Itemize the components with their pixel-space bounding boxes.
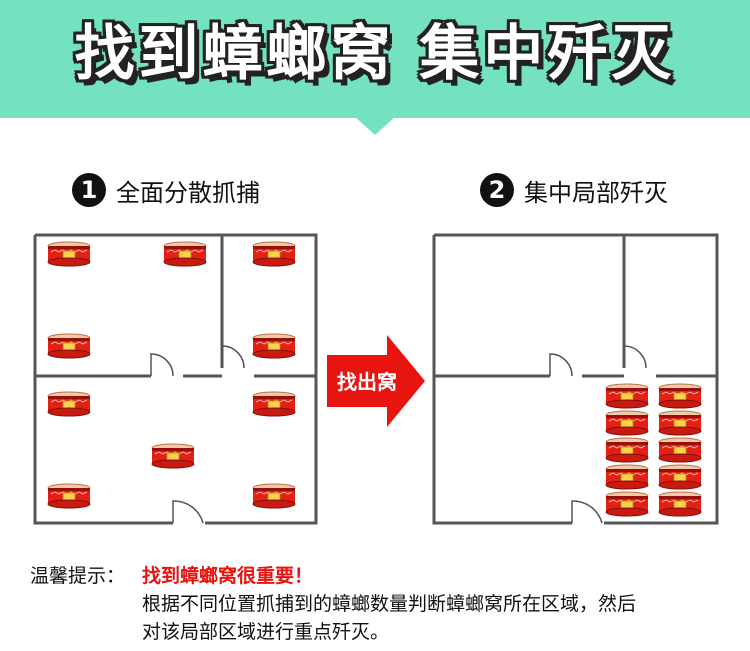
floorplan-scattered bbox=[33, 233, 318, 525]
trap-icon bbox=[252, 333, 296, 359]
trap-icon bbox=[605, 437, 649, 463]
arrow-icon bbox=[327, 335, 425, 427]
trap-icon bbox=[252, 483, 296, 509]
trap-icon bbox=[605, 383, 649, 409]
trap-icon bbox=[151, 443, 195, 469]
step-2-label: 集中局部歼灭 bbox=[524, 178, 668, 207]
trap-icon bbox=[658, 437, 702, 463]
trap-icon bbox=[47, 391, 91, 417]
tip-body: 根据不同位置抓捕到的蟑螂数量判断蟑螂窝所在区域，然后 对该局部区域进行重点歼灭。 bbox=[142, 590, 636, 646]
step-1-number-badge: 1 bbox=[72, 173, 106, 207]
page-title: 找到蟑螂窝 集中歼灭 bbox=[74, 19, 676, 89]
tip-line: 对该局部区域进行重点歼灭。 bbox=[142, 621, 390, 643]
tip-line: 根据不同位置抓捕到的蟑螂数量判断蟑螂窝所在区域，然后 bbox=[142, 593, 637, 615]
arrow-label: 找出窝 bbox=[337, 370, 397, 394]
trap-icon bbox=[163, 241, 207, 267]
step-2: 2 集中局部歼灭 bbox=[480, 172, 668, 208]
trap-icon bbox=[658, 410, 702, 436]
step-1: 1 全面分散抓捕 bbox=[72, 172, 260, 208]
trap-icon bbox=[47, 333, 91, 359]
trap-icon bbox=[605, 464, 649, 490]
trap-icon bbox=[658, 464, 702, 490]
step-1-label: 全面分散抓捕 bbox=[116, 178, 260, 207]
trap-icon bbox=[47, 483, 91, 509]
trap-icon bbox=[252, 241, 296, 267]
tip-label: 温馨提示： bbox=[30, 565, 126, 587]
trap-icon bbox=[605, 410, 649, 436]
floorplan-concentrated bbox=[432, 233, 719, 525]
trap-icon bbox=[658, 383, 702, 409]
banner-notch bbox=[355, 117, 395, 135]
trap-icon bbox=[658, 491, 702, 517]
trap-icon bbox=[47, 241, 91, 267]
tip-highlight: 找到蟑螂窝很重要！ bbox=[142, 565, 314, 587]
trap-icon bbox=[605, 491, 649, 517]
header-banner bbox=[0, 0, 750, 118]
step-2-number-badge: 2 bbox=[480, 173, 514, 207]
trap-icon bbox=[252, 391, 296, 417]
